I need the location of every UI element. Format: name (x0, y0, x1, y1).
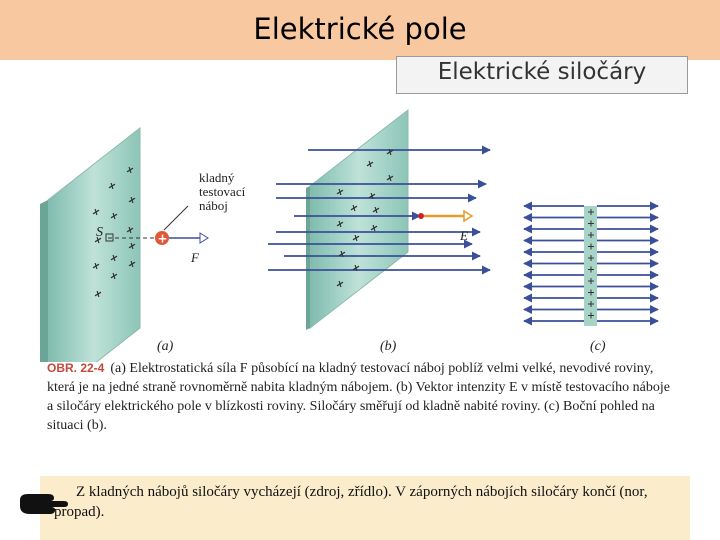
plus-charge (112, 212, 116, 220)
label-naboj: náboj (199, 198, 228, 213)
test-point-b (418, 213, 424, 219)
force-arrow-head (199, 232, 209, 244)
label-s: S (96, 225, 103, 240)
pointing-hand-icon (20, 494, 68, 514)
plus-charge (374, 206, 378, 214)
plus-charge (130, 242, 134, 250)
plus-charge (130, 196, 134, 204)
plus-charge (354, 234, 358, 242)
plus-charge (388, 148, 392, 156)
plus-charge (370, 192, 374, 200)
plus-charge (388, 174, 392, 182)
caption-text: (a) Elektrostatická síla F působící na k… (47, 361, 670, 433)
right-angle-mark (105, 233, 114, 242)
plate-b (306, 108, 409, 330)
field-lines-b (268, 145, 491, 275)
plate-c (584, 206, 597, 326)
plate-c-charges (588, 209, 594, 319)
plus-charge (128, 166, 132, 174)
plus-charge (128, 226, 132, 234)
label-b: (b) (380, 339, 397, 354)
field-lines-c (523, 201, 659, 326)
plus-charge (110, 182, 114, 190)
plus-charge (96, 290, 100, 298)
plus-sign-a: + (158, 232, 168, 246)
header-bar (0, 0, 720, 60)
plus-charge (338, 280, 342, 288)
plate-a (40, 126, 141, 362)
plus-charge (130, 260, 134, 268)
plus-charge (340, 250, 344, 258)
plus-charge (338, 188, 342, 196)
plate-a-charges (92, 166, 136, 298)
label-e: E (459, 228, 468, 243)
plus-charge (96, 236, 100, 244)
plus-charge (372, 224, 376, 232)
figure-number: OBR. 22-4 (47, 361, 105, 375)
label-a: (a) (157, 339, 174, 354)
label-f: F (190, 250, 200, 265)
label-c: (c) (590, 339, 606, 354)
field-vector-head (463, 209, 474, 223)
test-charge-a (155, 231, 169, 245)
plus-charge (352, 204, 356, 212)
label-testovaci: testovací (199, 184, 246, 199)
plus-charge (112, 272, 116, 280)
plus-charge (354, 264, 358, 272)
plus-charge (94, 262, 98, 270)
note-box: Z kladných nábojů siločáry vycházejí (zd… (40, 476, 690, 540)
plus-charge (338, 220, 342, 228)
leader-line (163, 205, 189, 231)
subtitle-box: Elektrické siločáry (396, 56, 688, 94)
plate-b-charges (336, 148, 394, 288)
figure-illustration: S + F kladný testovací náboj E (a) (b) (… (40, 108, 659, 362)
plus-charge (112, 254, 116, 262)
subtitle: Elektrické siločáry (437, 59, 647, 85)
plus-charge (94, 208, 98, 216)
page-title: Elektrické pole (253, 12, 467, 46)
plus-charge (368, 160, 372, 168)
figure-caption: OBR. 22-4(a) Elektrostatická síla F půso… (47, 359, 679, 435)
note-text: Z kladných nábojů siločáry vycházejí (zd… (54, 484, 648, 520)
label-kladny: kladný (199, 170, 235, 185)
